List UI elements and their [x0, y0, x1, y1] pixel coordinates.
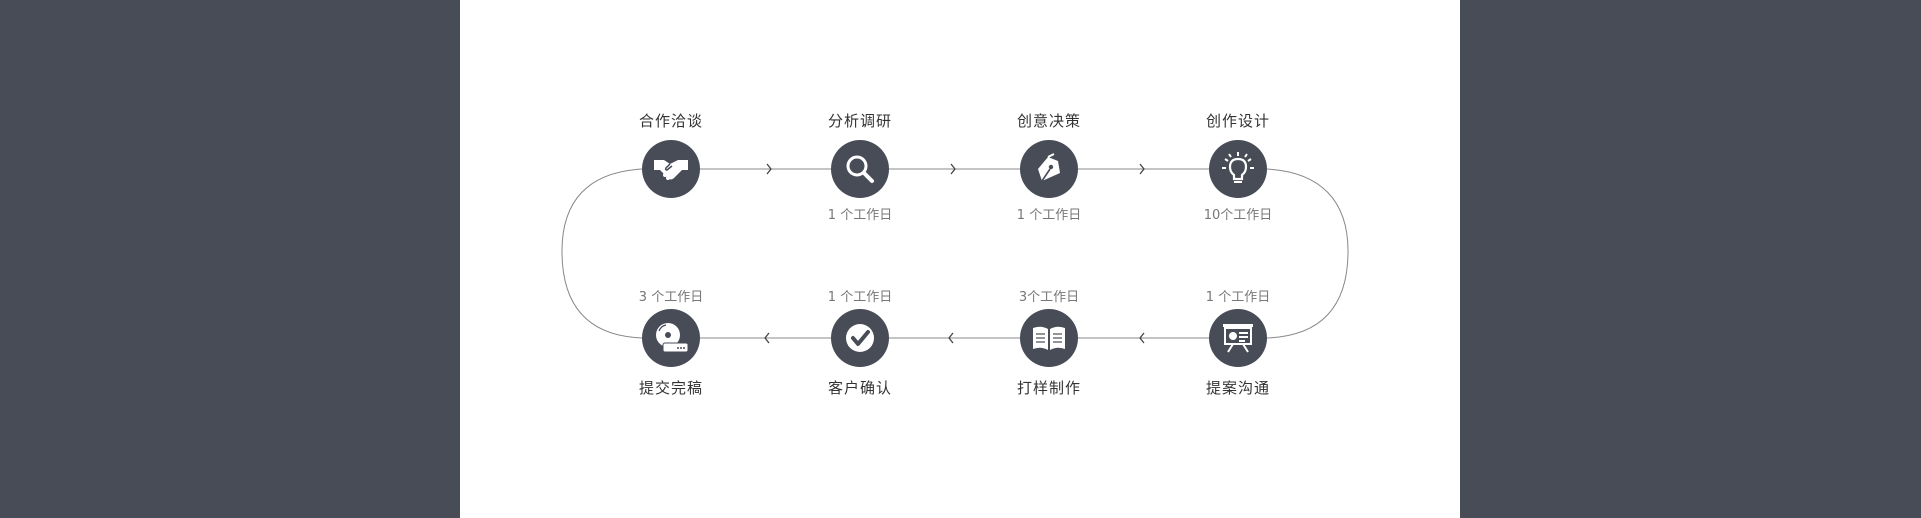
step-title: 提案沟通: [1205, 379, 1270, 397]
magnifier-icon: [831, 140, 889, 198]
handshake-icon: [642, 140, 700, 198]
content-panel: [460, 0, 1460, 518]
step-title: 合作洽谈: [638, 112, 703, 130]
arrow-right-icon: [766, 163, 772, 175]
presentation-board-icon: [1209, 309, 1267, 367]
disc-drive-icon: [642, 309, 700, 367]
step-title: 分析调研: [827, 112, 892, 130]
step-title: 打样制作: [1016, 379, 1081, 397]
step-title: 提交完稿: [638, 379, 703, 397]
arrow-right-icon: [950, 163, 956, 175]
pen-nib-icon: [1020, 140, 1078, 198]
arrow-left-icon: [1139, 332, 1145, 344]
connector-left-curve: [561, 168, 643, 339]
connector-right-curve: [1266, 168, 1349, 339]
step-duration: 1 个工作日: [1016, 208, 1082, 223]
step-duration: 1 个工作日: [1205, 290, 1271, 305]
step-duration: 1 个工作日: [827, 208, 893, 223]
step-duration: 10个工作日: [1203, 208, 1273, 223]
step-title: 创作设计: [1205, 112, 1270, 130]
step-duration: 3 个工作日: [638, 290, 704, 305]
arrow-right-icon: [1139, 163, 1145, 175]
arrow-left-icon: [948, 332, 954, 344]
arrow-left-icon: [764, 332, 770, 344]
open-book-icon: [1020, 309, 1078, 367]
check-badge-icon: [831, 309, 889, 367]
step-duration: 1 个工作日: [827, 290, 893, 305]
lightbulb-icon: [1209, 140, 1267, 198]
step-duration: 3个工作日: [1018, 290, 1080, 305]
step-title: 客户确认: [827, 379, 892, 397]
step-title: 创意决策: [1016, 112, 1081, 130]
